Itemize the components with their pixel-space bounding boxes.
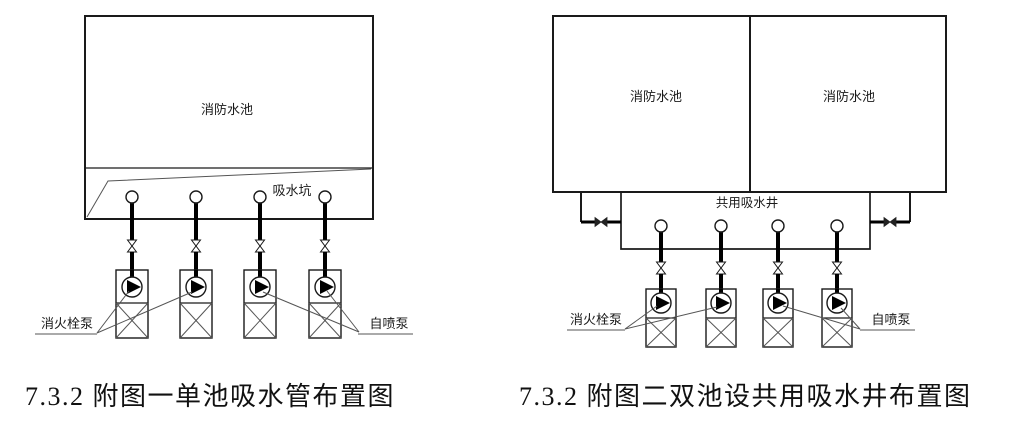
tank-well-connector-right: [870, 192, 911, 227]
suction-pipe-assembly: [114, 190, 150, 340]
shared-well-label: 共用吸水井: [716, 196, 779, 210]
bell-mouth-icon: [189, 190, 203, 204]
tank-label: 消防水池: [201, 102, 253, 117]
figure-single-tank: 消防水池 吸水坑: [35, 15, 413, 340]
hydrant-pump-callout: 消火栓泵: [35, 290, 193, 335]
hydrant-pump-callout: 消火栓泵: [567, 305, 718, 331]
leader-line: [840, 307, 861, 330]
sprinkler-pump-label: 自喷泵: [369, 316, 408, 331]
suction-pipe-assembly: [242, 190, 278, 340]
suction-pipe-assembly: [820, 219, 854, 349]
leader-line: [96, 291, 193, 334]
hydrant-pump-label: 消火栓泵: [41, 316, 93, 331]
leader-line: [624, 305, 658, 330]
suction-pipe-assembly: [307, 190, 343, 340]
tank-right-label: 消防水池: [823, 89, 875, 104]
leader-line: [782, 305, 861, 330]
sprinkler-pump-callout: 自喷泵: [262, 290, 413, 335]
tank-well-connector-left: [580, 192, 621, 227]
leader-line: [624, 306, 718, 330]
bell-mouth-icon: [654, 219, 668, 233]
leader-line: [96, 290, 130, 334]
suction-pipe-assembly: [704, 219, 738, 349]
pit-slope-line: [86, 168, 372, 218]
tank-outline: [84, 15, 374, 220]
bell-mouth-icon: [830, 219, 844, 233]
bell-mouth-icon: [714, 219, 728, 233]
suction-pit-label: 吸水坑: [272, 183, 311, 198]
leader-line: [326, 290, 360, 333]
suction-pipe-assembly: [178, 190, 214, 340]
caption-figure-two: 7.3.2 附图二双池设共用吸水井布置图: [519, 382, 972, 411]
caption-figure-one: 7.3.2 附图一单池吸水管布置图: [25, 382, 396, 411]
suction-pipe-assembly: [644, 219, 678, 349]
bell-mouth-icon: [318, 190, 332, 204]
sprinkler-pump-label: 自喷泵: [871, 312, 910, 327]
tank-left-label: 消防水池: [630, 89, 682, 104]
bell-mouth-icon: [125, 190, 139, 204]
leader-line: [262, 291, 360, 333]
sprinkler-pump-callout: 自喷泵: [782, 305, 915, 331]
hydrant-pump-label: 消火栓泵: [570, 312, 622, 327]
bell-mouth-icon: [771, 219, 785, 233]
suction-pipe-assembly: [761, 219, 795, 349]
bell-mouth-icon: [253, 190, 267, 204]
figure-double-tank: 消防水池 消防水池 共用吸水井: [552, 15, 947, 349]
